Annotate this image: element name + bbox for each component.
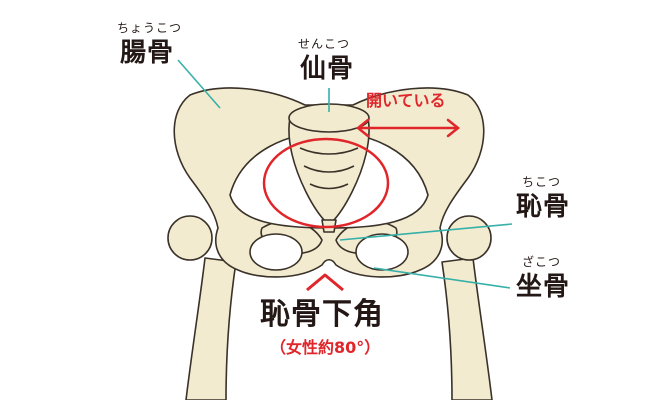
ilium-label: 腸骨 — [120, 38, 175, 68]
left-obturator-foramen — [249, 233, 303, 271]
ilium-leader-line — [177, 59, 221, 109]
sacrum-highlight-circle — [262, 137, 390, 229]
subpubic-angle-note: （女性約80°） — [270, 338, 381, 357]
sacrum-label: 仙骨 — [300, 54, 355, 84]
open-note: 開いている — [366, 91, 446, 110]
ischium-label: 坐骨 — [516, 272, 571, 302]
sacral-segments — [299, 147, 359, 190]
left-femoral-head — [167, 215, 213, 261]
pubis-label: 恥骨 — [516, 192, 571, 222]
ischium-reading: ざこつ — [522, 255, 562, 269]
right-obturator-foramen — [355, 233, 409, 271]
ilium-reading: ちょうこつ — [117, 21, 183, 35]
subpubic-angle-mark — [306, 273, 344, 292]
right-femoral-head — [446, 215, 492, 261]
right-femur — [441, 257, 493, 400]
sacrum-reading: せんこつ — [298, 37, 351, 51]
subpubic-angle-label: 恥骨下角 — [260, 297, 384, 332]
open-width-arrow — [355, 118, 461, 138]
pubis-leader-line — [339, 223, 513, 241]
ischium-leader-line — [373, 267, 511, 289]
pubis-reading: ちこつ — [522, 175, 562, 189]
left-femur — [185, 257, 237, 400]
